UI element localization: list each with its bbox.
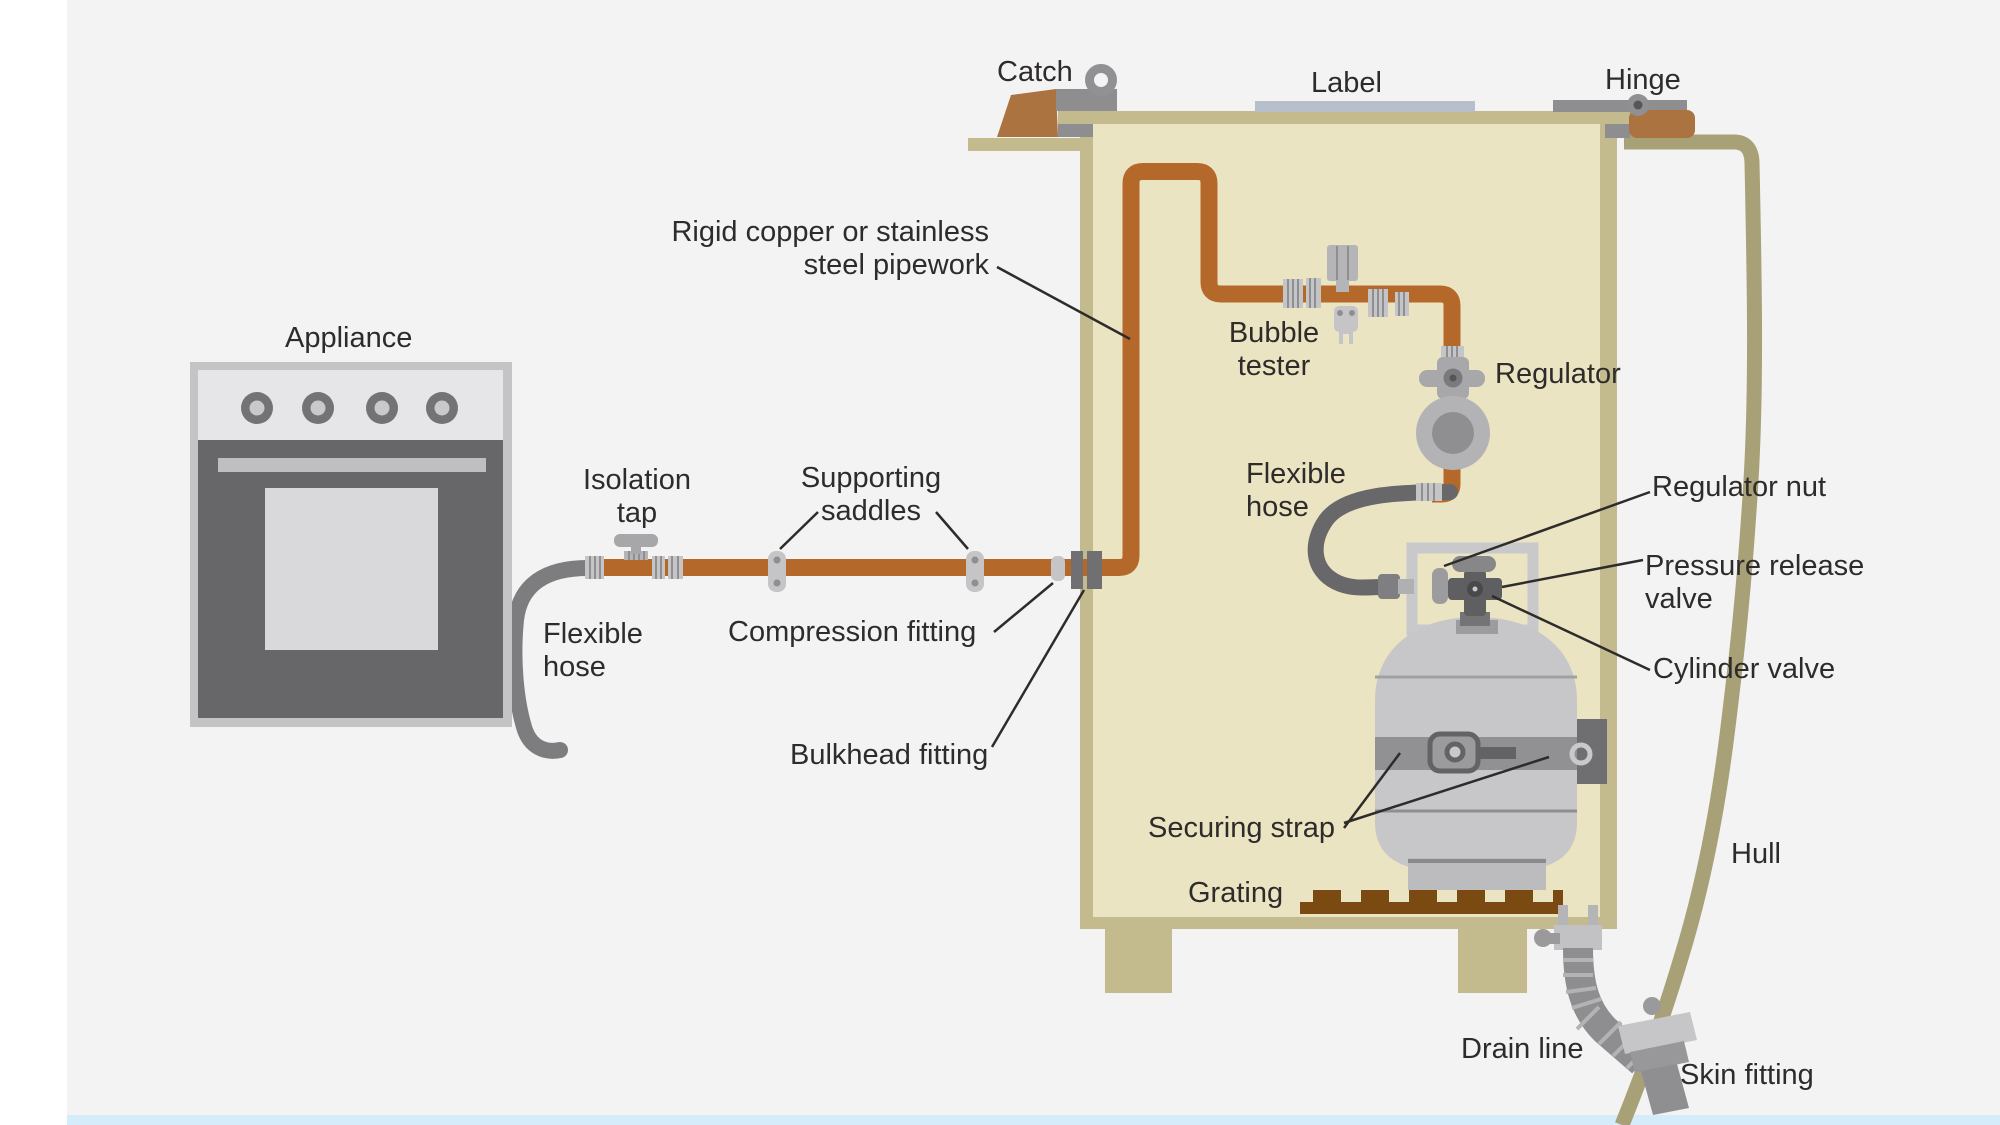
waterline bbox=[67, 1115, 2000, 1125]
hinge-mount bbox=[1629, 110, 1695, 138]
lid-bracket-right bbox=[1605, 124, 1630, 138]
label-hinge: Hinge bbox=[1605, 64, 1681, 96]
lid-bracket-left bbox=[1058, 124, 1093, 137]
strap-ring bbox=[1569, 742, 1593, 766]
leader-compression bbox=[993, 582, 1054, 633]
locker-lid bbox=[1058, 111, 1690, 124]
compression-fitting-part bbox=[1051, 556, 1065, 581]
label-securing-strap: Securing strap bbox=[1148, 812, 1335, 844]
leader-pressure-release bbox=[1501, 558, 1644, 589]
label-supporting-saddles: Supporting saddles bbox=[800, 462, 942, 527]
left-margin bbox=[0, 0, 67, 1125]
supporting-saddle-1 bbox=[768, 551, 786, 592]
leader-regulator-nut bbox=[1443, 490, 1651, 568]
label-rigid-pipework: Rigid copper or stainless steel pipework bbox=[671, 216, 989, 281]
label-label: Label bbox=[1311, 67, 1382, 99]
leader-saddle-left bbox=[779, 511, 819, 550]
label-isolation-tap: Isolation tap bbox=[582, 464, 691, 529]
leader-lines bbox=[779, 265, 1651, 829]
tap-handle bbox=[614, 534, 658, 547]
deck-left bbox=[968, 138, 1080, 151]
bubble-tester-device bbox=[1327, 245, 1358, 344]
label-flexible-hose-right: Flexible hose bbox=[1246, 458, 1346, 523]
leader-saddle-right bbox=[935, 511, 969, 550]
buckle-roller bbox=[1444, 741, 1466, 763]
leader-strap-2 bbox=[1343, 755, 1550, 825]
skin-fitting-assembly bbox=[1618, 997, 1697, 1115]
valve-handle bbox=[1452, 556, 1496, 572]
locker-leg-right bbox=[1458, 929, 1527, 993]
locker-right-wall bbox=[1600, 124, 1617, 917]
hinge-hardware bbox=[1553, 94, 1695, 138]
label-appliance: Appliance bbox=[285, 322, 413, 354]
isolation-tap-assembly bbox=[585, 534, 683, 579]
label-regulator-nut: Regulator nut bbox=[1652, 471, 1827, 503]
regulator-device bbox=[1416, 346, 1490, 470]
hose-coupling bbox=[1416, 483, 1442, 501]
locker-bottom bbox=[1080, 917, 1617, 929]
label-compression-fitting: Compression fitting bbox=[728, 616, 977, 648]
supporting-saddle-2 bbox=[966, 551, 984, 592]
drain-clamp-screw bbox=[1534, 929, 1552, 947]
regulator-nut-part bbox=[1432, 568, 1448, 604]
oven-door-window bbox=[265, 488, 438, 650]
hose-end-block bbox=[1378, 574, 1400, 599]
label-grating: Grating bbox=[1188, 877, 1284, 909]
hinge-pin-center bbox=[1633, 100, 1643, 110]
label-regulator: Regulator bbox=[1495, 358, 1621, 390]
oven-handle bbox=[218, 458, 486, 472]
label-catch: Catch bbox=[997, 56, 1073, 88]
oven-knobs bbox=[241, 392, 458, 424]
leader-rigid-pipework bbox=[996, 265, 1131, 341]
securing-strap-assembly bbox=[1375, 719, 1607, 784]
label-flexible-hose-left: Flexible hose bbox=[543, 618, 643, 683]
locker-leg-left bbox=[1105, 929, 1172, 993]
appliance-oven bbox=[190, 362, 512, 727]
skin-fitting-screw bbox=[1643, 997, 1661, 1015]
label-pressure-release-valve: Pressure release valve bbox=[1645, 550, 1865, 615]
label-cylinder-valve: Cylinder valve bbox=[1653, 653, 1836, 685]
rigid-copper-pipework bbox=[595, 163, 1461, 576]
label-drain-line: Drain line bbox=[1461, 1033, 1584, 1065]
label-bubble-tester: Bubble tester bbox=[1228, 317, 1320, 382]
cylinder-foot bbox=[1408, 858, 1546, 890]
leader-strap-1 bbox=[1342, 752, 1402, 829]
pipe-couplings bbox=[1283, 278, 1409, 317]
label-skin-fitting: Skin fitting bbox=[1680, 1059, 1814, 1091]
catch-hardware bbox=[997, 64, 1117, 137]
hull-line bbox=[1615, 134, 1763, 1125]
leader-cylinder-valve bbox=[1491, 594, 1651, 672]
catch-mount bbox=[997, 89, 1058, 137]
appliance-flexible-hose bbox=[506, 560, 596, 759]
gas-locker bbox=[968, 101, 1690, 993]
grating-board bbox=[1300, 890, 1563, 914]
locker-flexible-hose bbox=[1307, 484, 1458, 596]
warning-label-plate bbox=[1255, 101, 1475, 112]
label-bulkhead-fitting: Bulkhead fitting bbox=[790, 739, 989, 771]
tap-stem bbox=[631, 545, 641, 554]
bulkhead-fitting-part bbox=[1071, 551, 1102, 589]
locker-left-wall bbox=[1080, 124, 1093, 917]
hinge-plate bbox=[1553, 100, 1687, 112]
label-hull: Hull bbox=[1731, 838, 1781, 870]
leader-bulkhead bbox=[990, 589, 1086, 748]
catch-ring bbox=[1085, 64, 1117, 96]
cylinder-valve-assembly bbox=[1378, 556, 1502, 626]
